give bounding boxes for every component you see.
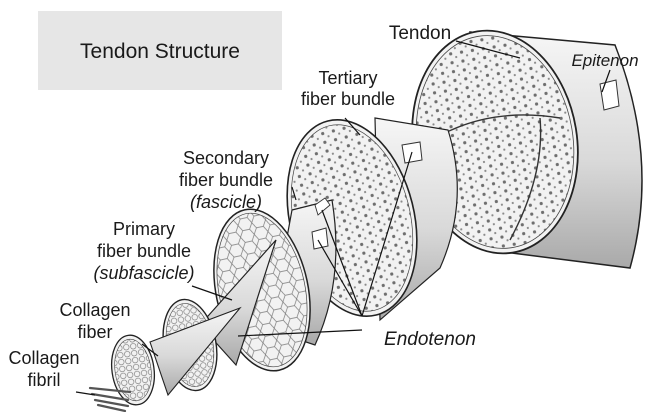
secondary-bundle-label-line1: Secondary bbox=[183, 148, 269, 168]
collagen-fibril-label-line2: fibril bbox=[27, 370, 60, 390]
secondary-bundle-label-line3: (fascicle) bbox=[190, 192, 262, 212]
endotenon-label: Endotenon bbox=[384, 329, 476, 350]
collagen-fibril-label-line1: Collagen bbox=[8, 348, 79, 368]
epitenon-label: Epitenon bbox=[571, 51, 638, 70]
primary-bundle-label-line2: fiber bundle bbox=[97, 241, 191, 261]
secondary-bundle-cylinder bbox=[200, 198, 336, 380]
tertiary-bundle-label-line1: Tertiary bbox=[318, 68, 377, 88]
collagen-fiber-label-line2: fiber bbox=[77, 322, 112, 342]
title-text: Tendon Structure bbox=[80, 40, 240, 63]
secondary-bundle-label-line2: fiber bundle bbox=[179, 170, 273, 190]
tendon-label: Tendon bbox=[389, 23, 451, 44]
collagen-fiber-label-line1: Collagen bbox=[59, 300, 130, 320]
primary-bundle-label-line3: (subfascicle) bbox=[93, 263, 194, 283]
tertiary-bundle-label-line2: fiber bundle bbox=[301, 89, 395, 109]
collagen-fibril-bundle bbox=[90, 332, 159, 411]
primary-bundle-label-line1: Primary bbox=[113, 219, 175, 239]
